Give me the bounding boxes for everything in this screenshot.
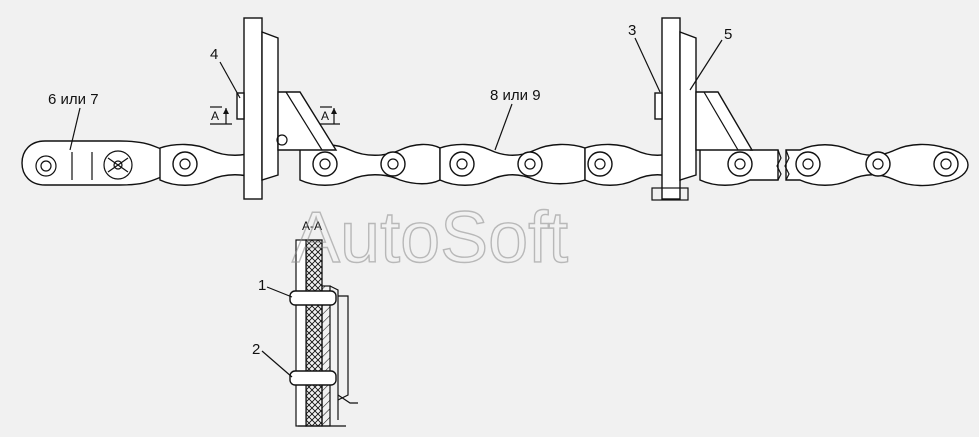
section-a-a: [289, 239, 358, 427]
leader-lines: [69, 37, 723, 378]
chain: [21, 140, 969, 187]
left-scraper-assembly: [236, 17, 338, 200]
label-part-2: 2: [252, 341, 260, 358]
end-link-hole: [35, 155, 57, 177]
right-scraper-assembly: [651, 17, 754, 201]
label-part-6-7: 6 или 7: [48, 91, 99, 108]
end-link-plate: [21, 140, 166, 186]
section-mark-right: A: [321, 109, 329, 123]
label-part-1: 1: [258, 277, 266, 294]
section-mark-left: A: [211, 109, 219, 123]
watermark-text: AutoSoft: [292, 198, 568, 278]
end-link-hole-inner: [40, 160, 52, 172]
left-scraper-blade: [243, 17, 263, 200]
label-part-5: 5: [724, 26, 732, 43]
label-part-8-9: 8 или 9: [490, 87, 541, 104]
section-title: A-A: [302, 219, 322, 233]
right-scraper-blade: [661, 17, 681, 200]
label-part-4: 4: [210, 46, 218, 63]
label-part-3: 3: [628, 22, 636, 39]
end-link-pin: [103, 150, 133, 180]
